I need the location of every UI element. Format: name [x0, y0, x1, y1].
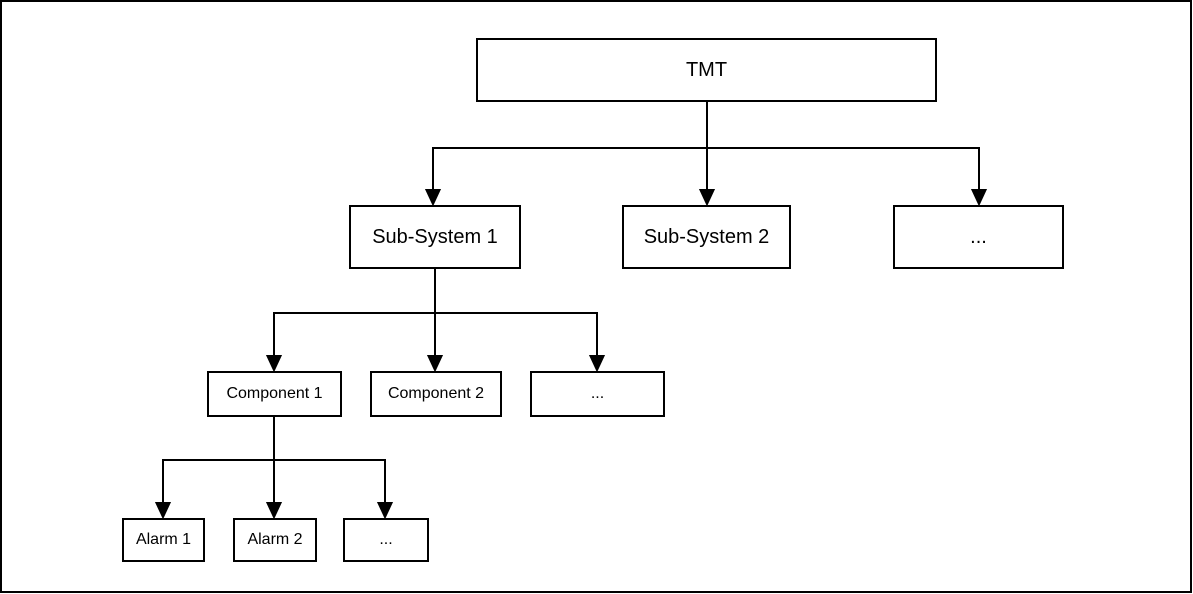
- arrowhead-icon: [265, 355, 283, 373]
- arrowhead-icon: [265, 502, 283, 520]
- edge-tmt-to-subsystems: [424, 101, 988, 207]
- node-subsystem-2: Sub-System 2: [622, 205, 791, 269]
- node-alarm-1: Alarm 1: [122, 518, 205, 562]
- edge-component1-to-alarms: [154, 417, 394, 520]
- node-subsystem-1: Sub-System 1: [349, 205, 521, 269]
- arrowhead-icon: [154, 502, 172, 520]
- arrowhead-icon: [588, 355, 606, 373]
- node-component-more: ...: [530, 371, 665, 417]
- arrowhead-icon: [698, 189, 716, 207]
- arrowhead-icon: [426, 355, 444, 373]
- node-component-1: Component 1: [207, 371, 342, 417]
- node-tmt: TMT: [476, 38, 937, 102]
- node-component-2: Component 2: [370, 371, 502, 417]
- arrowhead-icon: [424, 189, 442, 207]
- arrowhead-icon: [970, 189, 988, 207]
- node-alarm-more: ...: [343, 518, 429, 562]
- arrowhead-icon: [376, 502, 394, 520]
- edge-subsystem1-to-components: [265, 269, 606, 373]
- node-subsystem-more: ...: [893, 205, 1064, 269]
- node-alarm-2: Alarm 2: [233, 518, 317, 562]
